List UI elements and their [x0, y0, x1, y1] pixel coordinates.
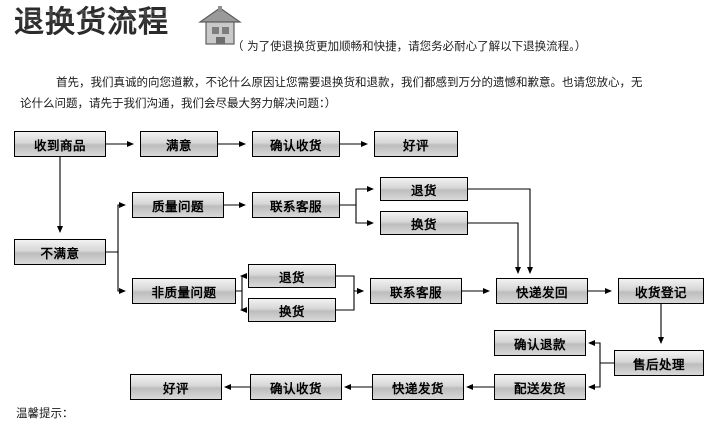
flow-node-n9: 换货: [380, 211, 468, 235]
flow-node-n16: 确认退款: [494, 330, 586, 356]
flow-node-n6: 质量问题: [132, 192, 224, 218]
intro-line-2: 论什么问题，请先于我们沟通，我们会尽最大努力解决问题：）: [20, 96, 337, 110]
flow-node-n7: 联系客服: [252, 192, 340, 218]
page-title: 退换货流程: [14, 6, 169, 40]
flow-node-n21: 好评: [130, 374, 222, 400]
flow-node-n19: 快递发货: [372, 374, 464, 400]
flow-node-n3: 确认收货: [252, 131, 340, 157]
flow-node-n4: 好评: [374, 131, 458, 157]
flow-node-n14: 快递发回: [496, 278, 588, 304]
flow-node-n8: 退货: [380, 177, 468, 201]
flow-node-n15: 收货登记: [618, 278, 704, 304]
flow-node-n1: 收到商品: [14, 131, 106, 157]
flow-node-n13: 联系客服: [370, 278, 462, 304]
flow-node-n11: 退货: [248, 264, 336, 288]
house-icon: [198, 6, 242, 52]
footer-tip: 温馨提示：: [16, 406, 74, 420]
flow-node-n17: 售后处理: [614, 350, 704, 376]
intro-line-1: 首先，我们真诚的向您道歉，不论什么原因让您需要退换货和退款，我们都感到万分的遗憾…: [56, 75, 643, 89]
flow-node-n20: 确认收货: [250, 374, 342, 400]
intro-paragraph: 首先，我们真诚的向您道歉，不论什么原因让您需要退换货和退款，我们都感到万分的遗憾…: [20, 72, 692, 114]
flow-node-n10: 非质量问题: [132, 278, 236, 304]
flow-node-n2: 满意: [140, 131, 218, 157]
flow-node-n12: 换货: [248, 298, 336, 322]
page-subtitle: （ 为了使退换货更加顺畅和快捷，请您务必耐心了解以下退换流程。）: [232, 39, 587, 53]
page-title-text: 退换货流程: [14, 5, 169, 40]
flow-node-n5: 不满意: [14, 239, 106, 265]
flow-node-n18: 配送发货: [494, 374, 586, 400]
